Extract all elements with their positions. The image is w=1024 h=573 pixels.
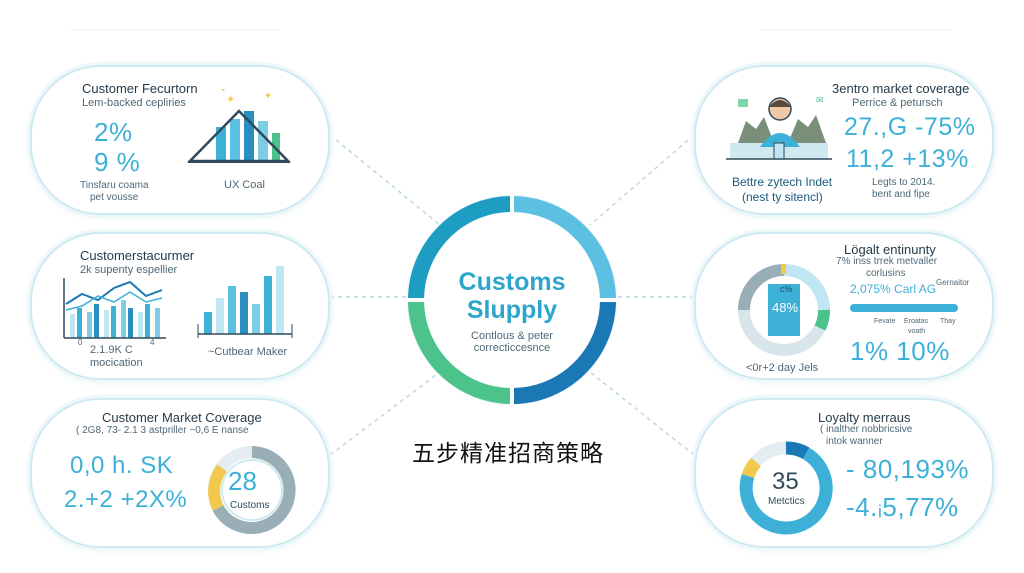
metric-value-2: 9 % — [94, 147, 141, 177]
note-line-2: (nest ty sitencl) — [742, 190, 823, 204]
center-hub-ring — [406, 194, 618, 406]
bar-label: 2,075% Carl AG — [850, 282, 937, 296]
hub-subtitle-2: correcticcesnce — [473, 342, 551, 354]
hub-title-line-2: Slupply — [466, 296, 558, 324]
customer-structure-card: Customerstacurmer 2k supenty espellier 0 — [30, 232, 330, 380]
hub-title-line-1: Customs — [458, 268, 566, 296]
bar-tick-3: Thay — [940, 318, 956, 325]
bar-tick-1: Fevate — [874, 318, 896, 325]
svg-text:✦: ✦ — [226, 94, 235, 106]
card-subtitle-2: corlusins — [866, 268, 906, 279]
metric-value-1: - 80,193% — [846, 454, 970, 484]
card-title: Customer Fecurtorn — [82, 81, 198, 96]
building-chart-icon: ✦ ✦ ✦ — [187, 89, 291, 163]
card-title: Customer Market Coverage — [102, 410, 262, 425]
customer-retention-card: Customer Fecurtorn Lem-backed cepliries … — [30, 65, 330, 215]
svg-text:✦: ✦ — [264, 91, 272, 102]
card-subtitle-2: intok wanner — [826, 436, 883, 447]
metric-value-2: 2.+2 +2X% — [64, 486, 188, 513]
svg-text:✦: ✦ — [220, 89, 227, 94]
market-coverage-card: 3entro market coverage Perrice & petursc… — [694, 65, 994, 215]
line-bar-chart — [63, 278, 166, 339]
card-subtitle: Lem-backed cepliries — [82, 97, 186, 109]
note-line: <0r+2 day Jels — [746, 362, 819, 374]
note-line-3: Legts to 2014. — [872, 177, 936, 188]
loyalty-measures-card: Loyalty merraus ( inalther nobbricsive i… — [694, 398, 994, 548]
metric-value-1: 27.,G -75% — [844, 113, 976, 141]
metric-value: 1% 10% — [850, 336, 950, 366]
card-title: Lögalt entinunty — [844, 242, 936, 257]
card-title: Customerstacurmer — [80, 248, 195, 263]
note-line-1: Tinsfaru coama — [80, 180, 149, 191]
person-at-desk-icon: ✉ — [726, 95, 832, 160]
bar-tick-sub: voath — [908, 328, 926, 335]
progress-bar — [850, 304, 958, 312]
metric-value-2: -4.ᵢ5,77% — [846, 492, 959, 522]
bar-chart — [197, 266, 293, 338]
customer-market-coverage-card: Customer Market Coverage ( 2G8, 73- 2.1 … — [30, 398, 330, 548]
gauge-value: 35 — [772, 468, 799, 495]
chart-label: ~Cutbear Maker — [208, 346, 288, 358]
metric-value-1: 2% — [94, 117, 133, 147]
gauge-value: 28 — [228, 466, 257, 496]
ring-gauge — [739, 441, 833, 535]
caption-text: 五步精准招商策略 — [412, 441, 604, 467]
metric-value-1: 0,0 h. SK — [70, 452, 174, 479]
bar-right-label: Gernaitor — [936, 278, 970, 287]
card-title: Loyalty merraus — [818, 410, 911, 425]
note-line-4: bent and fipe — [872, 189, 930, 200]
note-line-1: 2.1.9K C — [90, 344, 133, 356]
hub-subtitle-1: Contlous & peter — [471, 330, 553, 342]
axis-tick-end: 4 — [150, 338, 155, 347]
note-line-1: Bettre zytech Indet — [732, 175, 833, 189]
card-subtitle-1: 7% inss trrek metvaller — [836, 256, 938, 267]
ring-gauge — [208, 446, 296, 534]
card-subtitle: Perrice & petursch — [852, 97, 943, 109]
card-subtitle-1: ( inalther nobbricsive — [820, 424, 913, 435]
gauge-tag: c% — [780, 284, 793, 294]
bar-tick-2: Eroatas — [904, 318, 929, 325]
svg-text:✉: ✉ — [816, 95, 824, 105]
gauge-value: 48% — [772, 300, 799, 315]
note-line-2: mocication — [90, 357, 143, 369]
metric-value-2: 11,2 +13% — [846, 145, 969, 173]
gauge-label: Metctics — [768, 496, 805, 507]
axis-tick-start: 0 — [78, 338, 83, 347]
ring-gauge — [738, 264, 830, 356]
card-subtitle: 2k supenty espellier — [80, 264, 178, 276]
gauge-label: Customs — [230, 500, 270, 511]
loyalty-entity-card: Lögalt entinunty 7% inss trrek metvaller… — [694, 232, 994, 380]
card-subtitle: ( 2G8, 73- 2.1 3 astpriller ~0,6 E nanse — [76, 425, 249, 436]
note-line-2: pet vousse — [90, 192, 139, 203]
chart-label: UX Coal — [224, 179, 265, 191]
card-title: 3entro market coverage — [832, 81, 970, 96]
